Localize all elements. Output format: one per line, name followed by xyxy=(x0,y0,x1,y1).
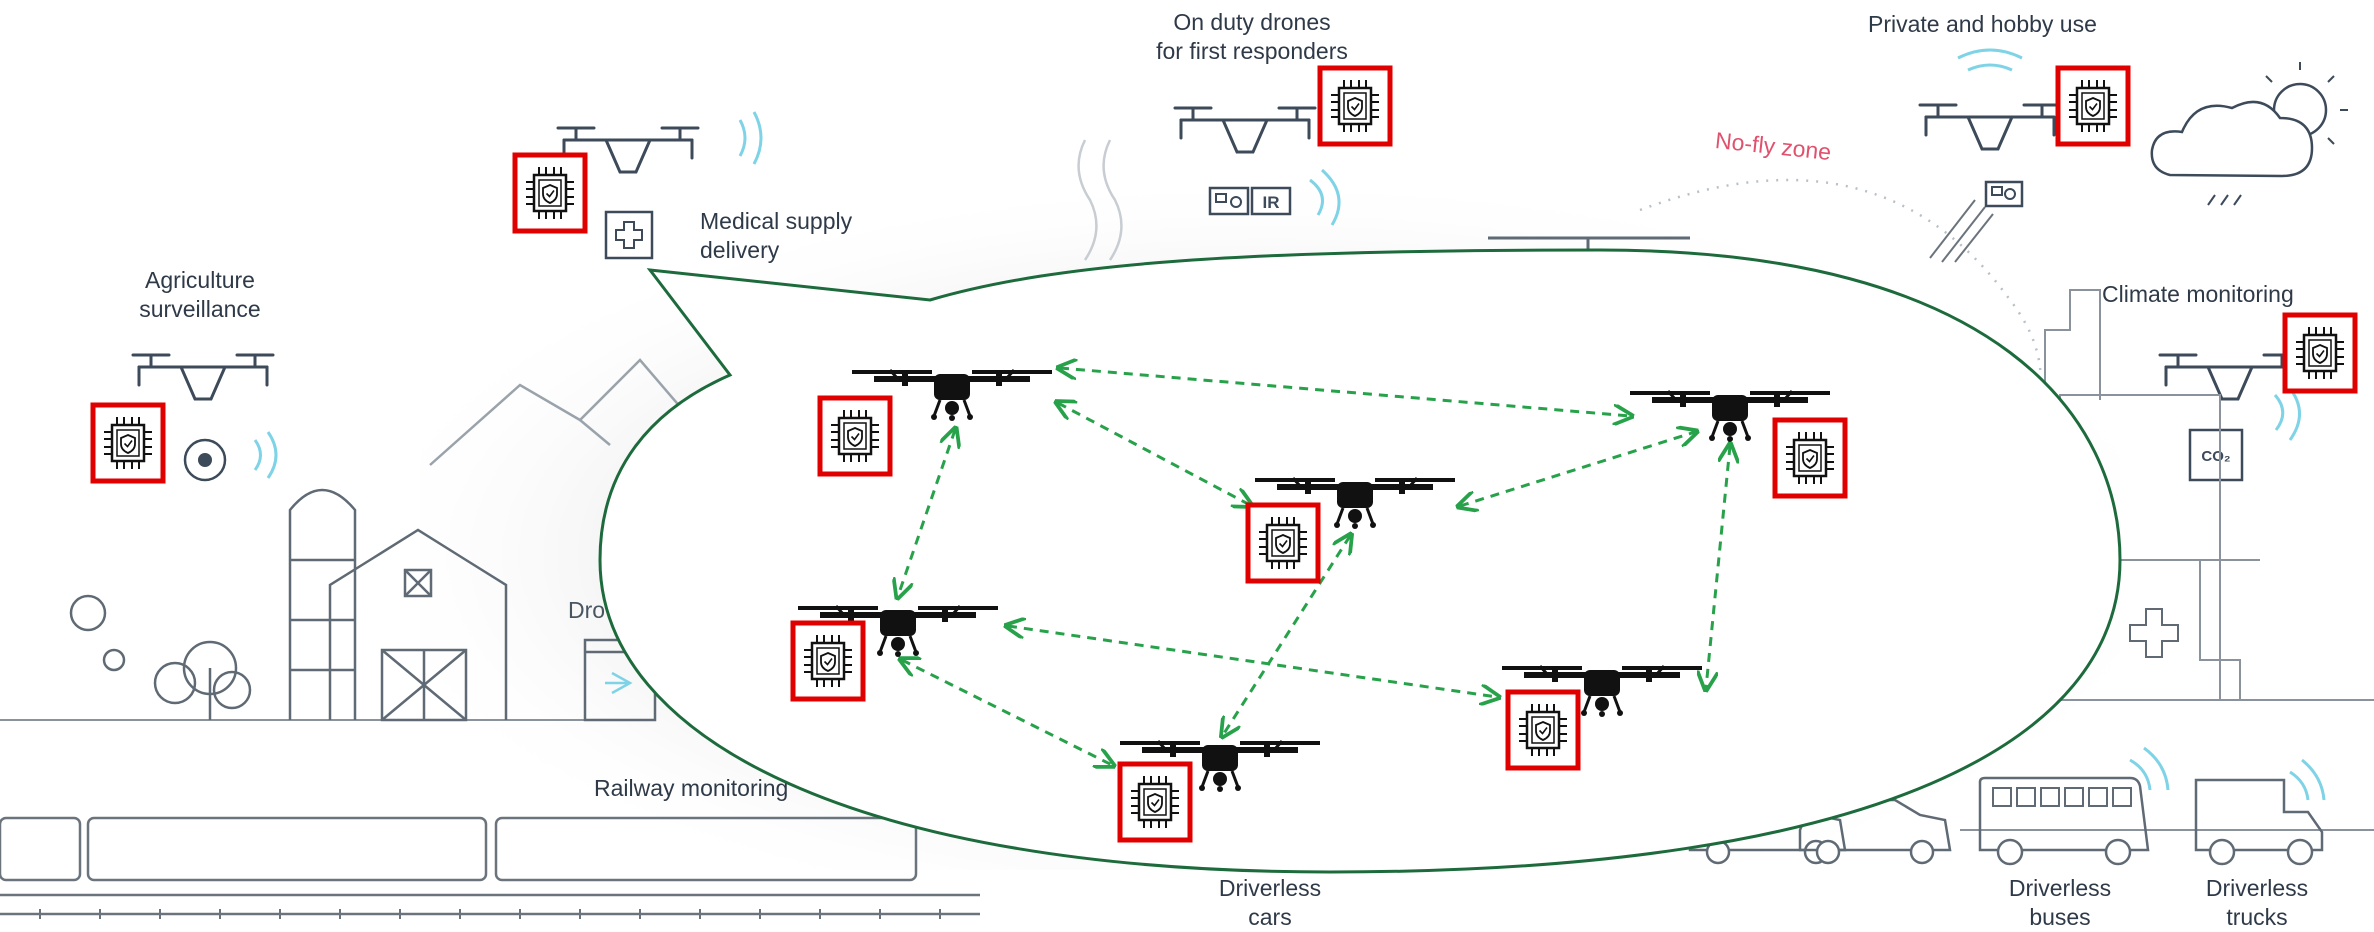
driverless-truck xyxy=(2196,760,2324,864)
chip-shield-icon xyxy=(1508,692,1578,768)
driverless-trucks-line-2: trucks xyxy=(2192,903,2322,932)
agriculture-label: Agriculture surveillance xyxy=(110,266,290,324)
chip-shield-icon xyxy=(2285,315,2355,391)
chip-shield-icon xyxy=(515,155,585,231)
co2-label: CO₂ xyxy=(2201,448,2230,465)
chip-shield-icon xyxy=(793,623,863,699)
chip-shield-icon xyxy=(1320,68,1390,144)
on-duty-line-1: On duty drones xyxy=(1132,8,1372,37)
medical-supply-line-2: delivery xyxy=(700,236,852,265)
driverless-cars-line-1: Driverless xyxy=(1200,874,1340,903)
on-duty-label: On duty drones for first responders xyxy=(1132,8,1372,66)
agriculture-line-1: Agriculture xyxy=(110,266,290,295)
driverless-buses-line-2: buses xyxy=(1995,903,2125,932)
on-duty-line-2: for first responders xyxy=(1132,37,1372,66)
chip-shield-icon xyxy=(1775,420,1845,496)
swarm-callout-bubble xyxy=(600,250,2120,872)
driverless-buses-line-1: Driverless xyxy=(1995,874,2125,903)
railway-monitoring-label: Railway monitoring xyxy=(594,774,788,803)
chip-shield-icon xyxy=(820,398,890,474)
medical-supply-label: Medical supply delivery xyxy=(700,207,852,265)
driverless-trucks-line-1: Driverless xyxy=(2192,874,2322,903)
climate-monitoring-drone: CO₂ xyxy=(2160,355,2300,480)
medical-supply-line-1: Medical supply xyxy=(700,207,852,236)
driverless-cars-label: Driverless cars xyxy=(1200,874,1340,932)
drone-station-label: Dro xyxy=(568,596,605,625)
chip-shield-icon xyxy=(93,405,163,481)
ir-label: IR xyxy=(1263,193,1280,212)
weather-icon xyxy=(2152,62,2348,205)
chip-shield-icon xyxy=(2058,68,2128,144)
climate-monitoring-label: Climate monitoring xyxy=(2102,280,2294,309)
driverless-buses-label: Driverless buses xyxy=(1995,874,2125,932)
chip-shield-icon xyxy=(1120,764,1190,840)
driverless-cars-line-2: cars xyxy=(1200,903,1340,932)
chip-shield-icon xyxy=(1248,505,1318,581)
driverless-trucks-label: Driverless trucks xyxy=(2192,874,2322,932)
agriculture-line-2: surveillance xyxy=(110,295,290,324)
private-hobby-label: Private and hobby use xyxy=(1868,10,2097,39)
